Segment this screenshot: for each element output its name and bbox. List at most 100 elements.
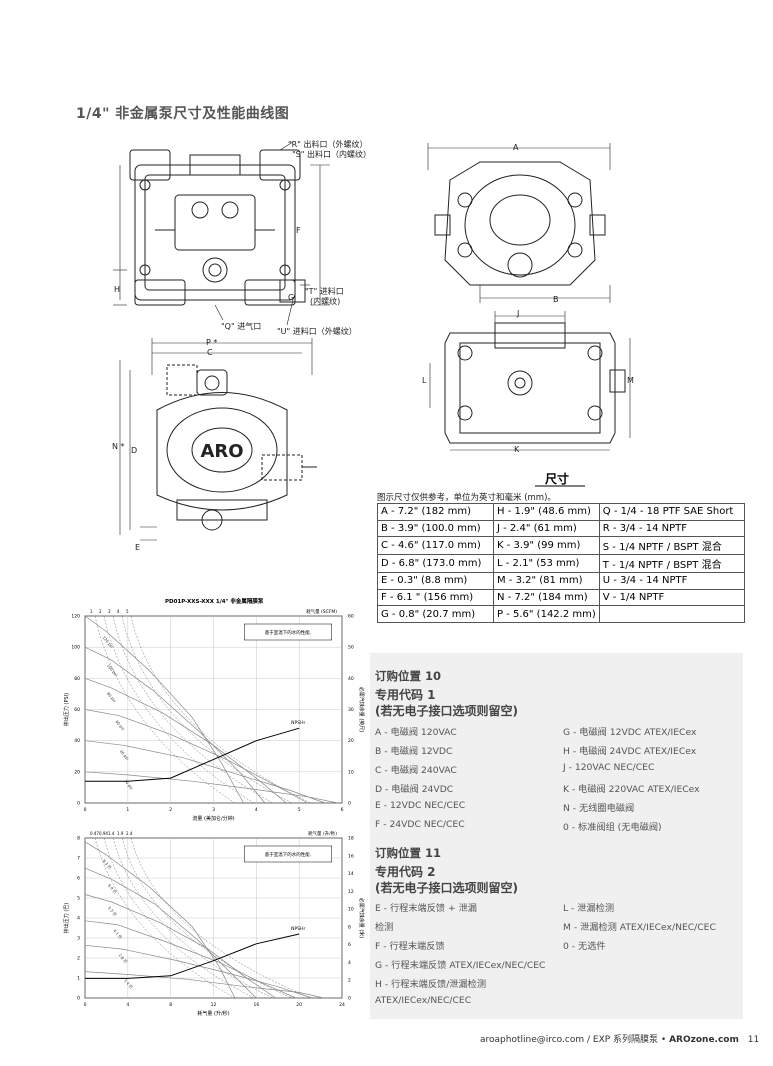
- dimensions-title: 尺寸: [545, 472, 570, 486]
- dimensions-cell: B - 3.9" (100.0 mm): [377, 519, 494, 538]
- dimensions-row: F - 6.1 " (156 mm)N - 7.2" (184 mm)V - 1…: [377, 588, 745, 607]
- note-box: [244, 845, 332, 863]
- x-tick-label: 6: [341, 807, 344, 813]
- page-title: 1/4" 非金属泵尺寸及性能曲线图: [76, 106, 290, 122]
- y-axis-label: 排出压力 (巴): [63, 903, 70, 934]
- npshr-curve: [85, 933, 300, 979]
- pressure-label: 5.5 巴: [107, 905, 118, 917]
- top-axis-label: 耗气量 (SCFM): [306, 608, 337, 615]
- top-tick-label: 2: [99, 609, 102, 614]
- label-f: F: [296, 226, 301, 235]
- dimensions-cell: K - 3.9" (99 mm): [493, 536, 600, 556]
- x-tick-label: 16: [253, 1002, 259, 1008]
- label-e: E: [135, 543, 141, 552]
- dimensions-cell: J - 2.4" (61 mm): [493, 519, 600, 538]
- x-tick-label: 24: [339, 1002, 345, 1008]
- ordering-option: H - 行程末端反馈/泄漏检测: [375, 979, 487, 990]
- ordering-option: N - 无线圈电磁阀: [563, 803, 635, 814]
- page-footer: aroaphotline@irco.com / EXP 系列隔膜泵 • AROz…: [480, 1032, 759, 1045]
- dimensions-row: A - 7.2" (182 mm)H - 1.9" (48.6 mm)Q - 1…: [377, 503, 745, 521]
- pressure-label: 1.4 巴: [123, 978, 134, 990]
- dimensions-cell: [598, 605, 745, 623]
- dimensions-cell: C - 4.6" (117.0 mm): [377, 536, 494, 556]
- top-tick-label: 2.4: [126, 831, 133, 836]
- y-tick-label: 1: [77, 976, 80, 982]
- y-tick-label: 60: [74, 707, 80, 713]
- y2-tick-label: 2: [348, 978, 351, 984]
- pump-bottom-view-drawing: [429, 311, 631, 451]
- ordering-option: G - 行程末端反馈 ATEX/IECex/NEC/CEC: [375, 960, 546, 971]
- y-tick-label: 6: [77, 876, 80, 882]
- dimensions-title-underline: [535, 485, 585, 487]
- pressure-curve: [84, 920, 297, 999]
- dimensions-cell: S - 1/4 NPTF / BSPT 混合: [598, 536, 745, 556]
- chart1-title: PD01P-XXS-XXX 1/4" 非金属隔膜泵: [165, 599, 264, 605]
- label-k: K: [514, 445, 520, 454]
- dimensions-cell: N - 7.2" (184 mm): [493, 588, 600, 607]
- top-tick-label: 1.9: [117, 831, 124, 836]
- y-tick-label: 5: [77, 896, 80, 902]
- y-axis-label: 排出压力 (PSI): [63, 693, 70, 726]
- y2-tick-label: 50: [348, 645, 354, 651]
- ordering-option: 检测: [375, 922, 394, 933]
- x-tick-label: 2: [169, 807, 172, 813]
- npshr-label: NPSHr: [291, 926, 305, 932]
- ordering-pos11-sub2: (若无电子接口选项则留空): [375, 881, 518, 895]
- pressure-curve: [84, 677, 287, 804]
- label-p: P *: [206, 338, 218, 347]
- note-text: 基于室温下的水的性能.: [265, 851, 311, 858]
- label-n: N *: [112, 442, 125, 451]
- y-tick-label: 0: [77, 801, 80, 807]
- label-b: B: [553, 295, 559, 304]
- pressure-label: 80 psi: [106, 691, 117, 703]
- x-tick-label: 8: [169, 1002, 172, 1008]
- top-tick-label: 0.47: [90, 831, 99, 836]
- label-h: H: [114, 285, 121, 294]
- air-consumption-curve: [121, 615, 293, 804]
- top-tick-label: 5: [126, 609, 129, 614]
- x-tick-label: 4: [255, 807, 258, 813]
- dimensions-cell: Q - 1/4 - 18 PTF SAE Short: [598, 503, 745, 521]
- label-a: A: [513, 143, 519, 152]
- pressure-curve: [84, 867, 257, 999]
- dimensions-note: 图示尺寸仅供参考，单位为英寸和毫米 (mm)。: [377, 493, 556, 503]
- pressure-curve: [84, 944, 313, 999]
- label-c: C: [207, 348, 213, 357]
- x-axis-label: 耗气量 (升/秒): [197, 1010, 229, 1017]
- dimensions-row: G - 0.8" (20.7 mm)P - 5.6" (142.2 mm): [377, 605, 745, 623]
- top-tick-label: 4: [117, 609, 120, 614]
- pressure-label: 40 psi: [119, 749, 130, 761]
- label-m: M: [627, 376, 634, 385]
- ordering-option: H - 电磁阀 24VDC ATEX/IECex: [563, 746, 697, 757]
- y-tick-label: 8: [77, 836, 80, 842]
- footer-site[interactable]: AROzone.com: [669, 1035, 739, 1045]
- ordering-option: G - 电磁阀 12VDC ATEX/IECex: [563, 727, 697, 738]
- ordering-option: F - 行程末端反馈: [375, 941, 445, 952]
- ordering-option: D - 电磁阀 24VDC: [375, 784, 454, 795]
- label-q-air-inlet: "Q" 进气口: [221, 322, 262, 331]
- ordering-panel: 订购位置 10 专用代码 1 (若无电子接口选项则留空) A - 电磁阀 120…: [370, 653, 743, 1019]
- label-l: L: [422, 376, 427, 385]
- y2-tick-label: 8: [348, 924, 351, 930]
- y-tick-label: 3: [77, 936, 80, 942]
- ordering-option: 0 - 无选件: [563, 941, 606, 952]
- dimensions-cell: U - 3/4 - 14 NPTF: [598, 572, 745, 590]
- x-tick-label: 0: [84, 807, 87, 813]
- aro-logo: ARO: [200, 441, 243, 462]
- footer-page-number: 11: [747, 1035, 760, 1045]
- pressure-label: 2.8 巴: [118, 952, 129, 964]
- y2-tick-label: 14: [348, 871, 354, 877]
- pressure-label: 20 psi: [123, 778, 134, 790]
- dimensions-cell: D - 6.8" (173.0 mm): [377, 554, 494, 574]
- air-consumption-curve: [112, 615, 274, 804]
- ordering-option: ATEX/IECex/NEC/CEC: [375, 995, 472, 1006]
- x-tick-label: 5: [298, 807, 301, 813]
- y2-tick-label: 60: [348, 614, 354, 620]
- y2-tick-label: 0: [348, 996, 351, 1002]
- air-consumption-curve: [112, 837, 274, 999]
- pump-top-view-drawing: [427, 143, 611, 303]
- y2-tick-label: 40: [348, 676, 354, 682]
- footer-email[interactable]: aroaphotline@irco.com: [480, 1035, 585, 1045]
